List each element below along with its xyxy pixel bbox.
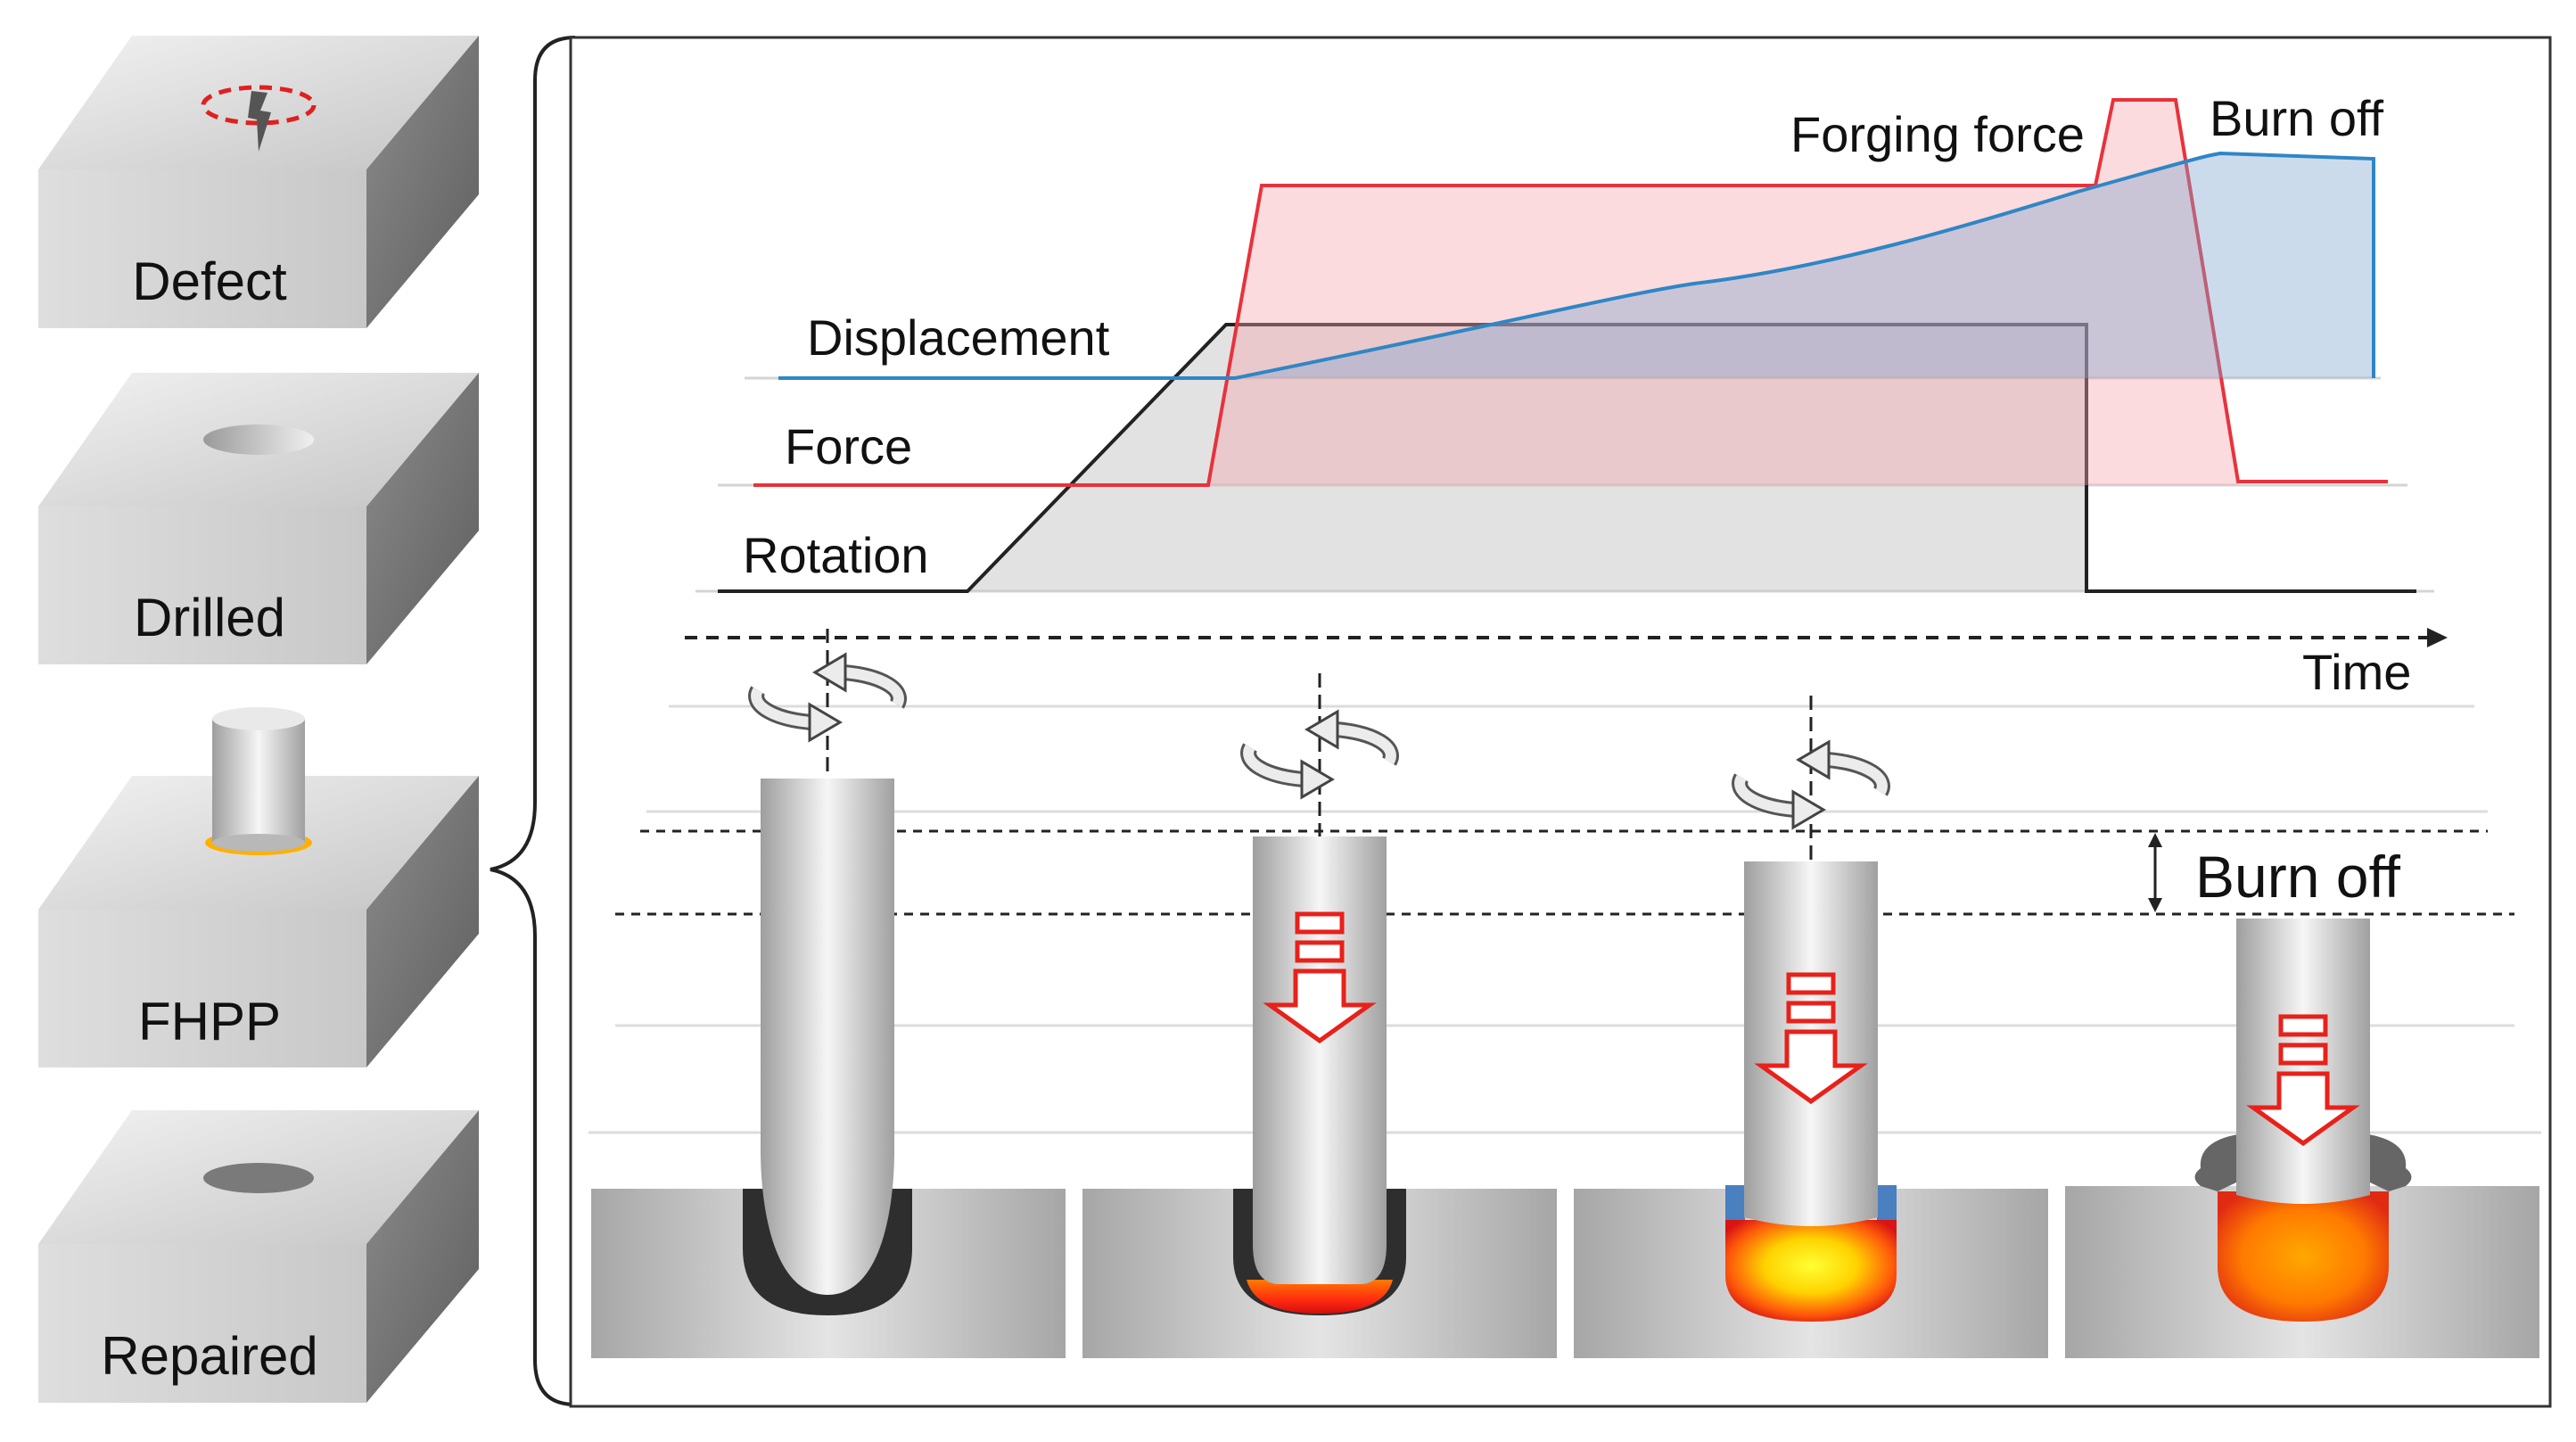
burn-off-guides [615, 829, 2514, 916]
down-arrow-icon [1754, 972, 1868, 1105]
label-rotation: Rotation [743, 527, 929, 583]
label-force: Force [785, 418, 912, 474]
stage-2-heat [1247, 1280, 1393, 1314]
stage-4-heat [2218, 1191, 2389, 1322]
label-burn-off-chart: Burn off [2210, 90, 2384, 146]
block-label-fhpp: FHPP [138, 992, 281, 1051]
stage-4 [2065, 919, 2539, 1358]
stage-1 [591, 629, 1066, 1358]
rotation-arrows-icon [748, 652, 907, 743]
rotation-area [967, 325, 2086, 591]
block-label-defect: Defect [132, 251, 287, 311]
timeline-chart: Displacement Force Rotation Forging forc… [685, 90, 2448, 700]
repaired-spot [203, 1163, 314, 1193]
time-axis [685, 628, 2448, 647]
label-time: Time [2302, 644, 2411, 700]
label-displacement: Displacement [807, 309, 1110, 366]
block-defect: Defect [38, 36, 479, 328]
fhpp-rod [212, 707, 305, 852]
rotation-curve [718, 323, 2416, 593]
stage-2 [1082, 673, 1557, 1358]
force-area [1208, 100, 2238, 485]
stage-1-rod [761, 779, 894, 1295]
stage-3-flash-left [1725, 1185, 1745, 1220]
stage-3-flash-right [1877, 1185, 1897, 1220]
rotation-arrows-icon [1732, 739, 1890, 830]
stage-3-heat [1725, 1220, 1897, 1322]
burn-off-indicator [2148, 833, 2162, 912]
stage-2-rod [1253, 836, 1387, 1284]
block-label-drilled: Drilled [134, 588, 285, 647]
block-fhpp: FHPP [38, 707, 479, 1067]
brace [490, 36, 576, 1406]
stage-guides [588, 705, 2541, 1134]
stage-4-flash-left [2194, 1134, 2238, 1191]
block-repaired: Repaired [38, 1110, 479, 1403]
rotation-arrows-icon [1240, 709, 1399, 800]
stage-4-flash-right [2368, 1134, 2412, 1191]
label-burn-off-stage: Burn off [2195, 844, 2401, 910]
block-drilled: Drilled [38, 373, 479, 664]
stage-3 [1574, 696, 2048, 1358]
drilled-hole [203, 424, 314, 455]
down-arrow-icon [2246, 1014, 2360, 1147]
block-label-repaired: Repaired [101, 1326, 318, 1386]
label-forging-force: Forging force [1790, 106, 2085, 162]
displacement-curve [778, 151, 2375, 380]
defect-marker-icon [201, 85, 317, 152]
down-arrow-icon [1263, 911, 1377, 1044]
force-curve [753, 98, 2388, 487]
